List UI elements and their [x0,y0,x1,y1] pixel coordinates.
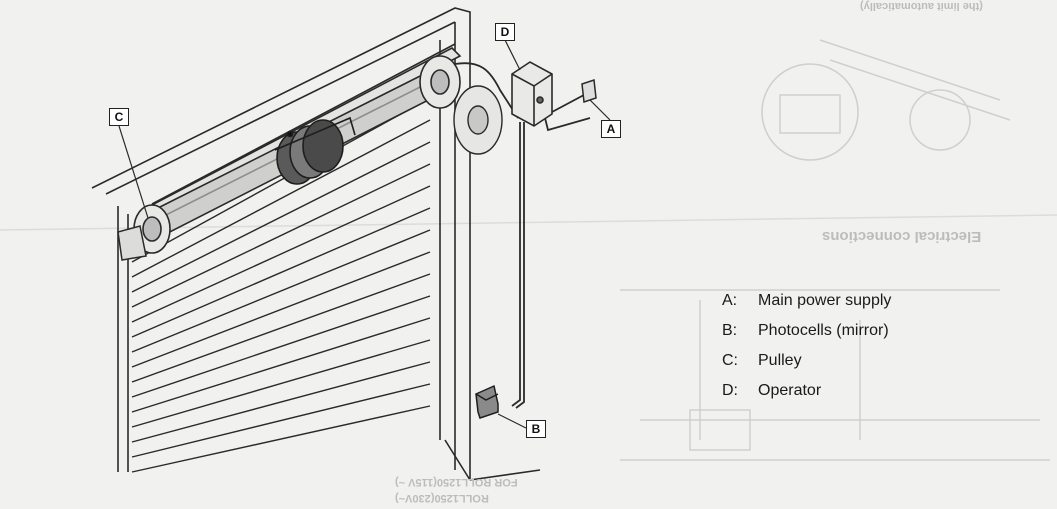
shutter-curtain [131,97,431,473]
legend-text: Main power supply [758,292,892,309]
power-socket [581,78,597,104]
legend-key: C: [722,352,738,369]
photocell [475,384,499,419]
callout-d: D [495,23,515,41]
shutter-slat [131,361,431,443]
legend-text: Operator [758,382,822,399]
wiring [454,62,591,409]
pulley-motor [274,116,356,185]
legend-text: Pulley [758,352,802,369]
leader-lines [118,39,611,429]
shutter-slat [131,185,431,323]
shutter-slat [131,295,431,398]
legend-key: D: [722,382,738,399]
bleed-bottom-line-1: FOR ROLL1250(115V ~) [395,476,518,488]
wall-frame [91,7,541,481]
operator-box [511,61,553,127]
shutter-slat [131,163,431,308]
bleed-heading: Electrical connections [822,228,982,245]
callout-c: C [109,108,129,126]
legend-item: D: Operator [722,376,891,406]
end-gear [453,85,503,155]
shutter-slat [131,273,431,383]
shutter-slat [131,339,431,428]
legend-key: B: [722,322,738,339]
legend-item: C: Pulley [722,346,891,376]
legend-item: B: Photocells (mirror) [722,316,891,346]
shutter-slat [131,251,431,368]
shutter-slat [131,383,431,458]
shutter-slat [131,317,431,413]
bleed-bottom-line-2: ROLL1250(230V~) [395,492,489,504]
shutter-slat [131,141,431,293]
shutter-slat [131,405,431,473]
callout-a: A [601,120,621,138]
shutter-slat [131,119,431,278]
left-bracket [117,225,147,261]
legend-key: A: [722,292,738,309]
callout-b: B [526,420,546,438]
bleed-top-note: (the limit automatically) [860,0,983,12]
legend-text: Photocells (mirror) [758,322,889,339]
legend-item: A: Main power supply [722,286,891,316]
shutter-slat [131,207,431,338]
shutter-slat [131,229,431,353]
